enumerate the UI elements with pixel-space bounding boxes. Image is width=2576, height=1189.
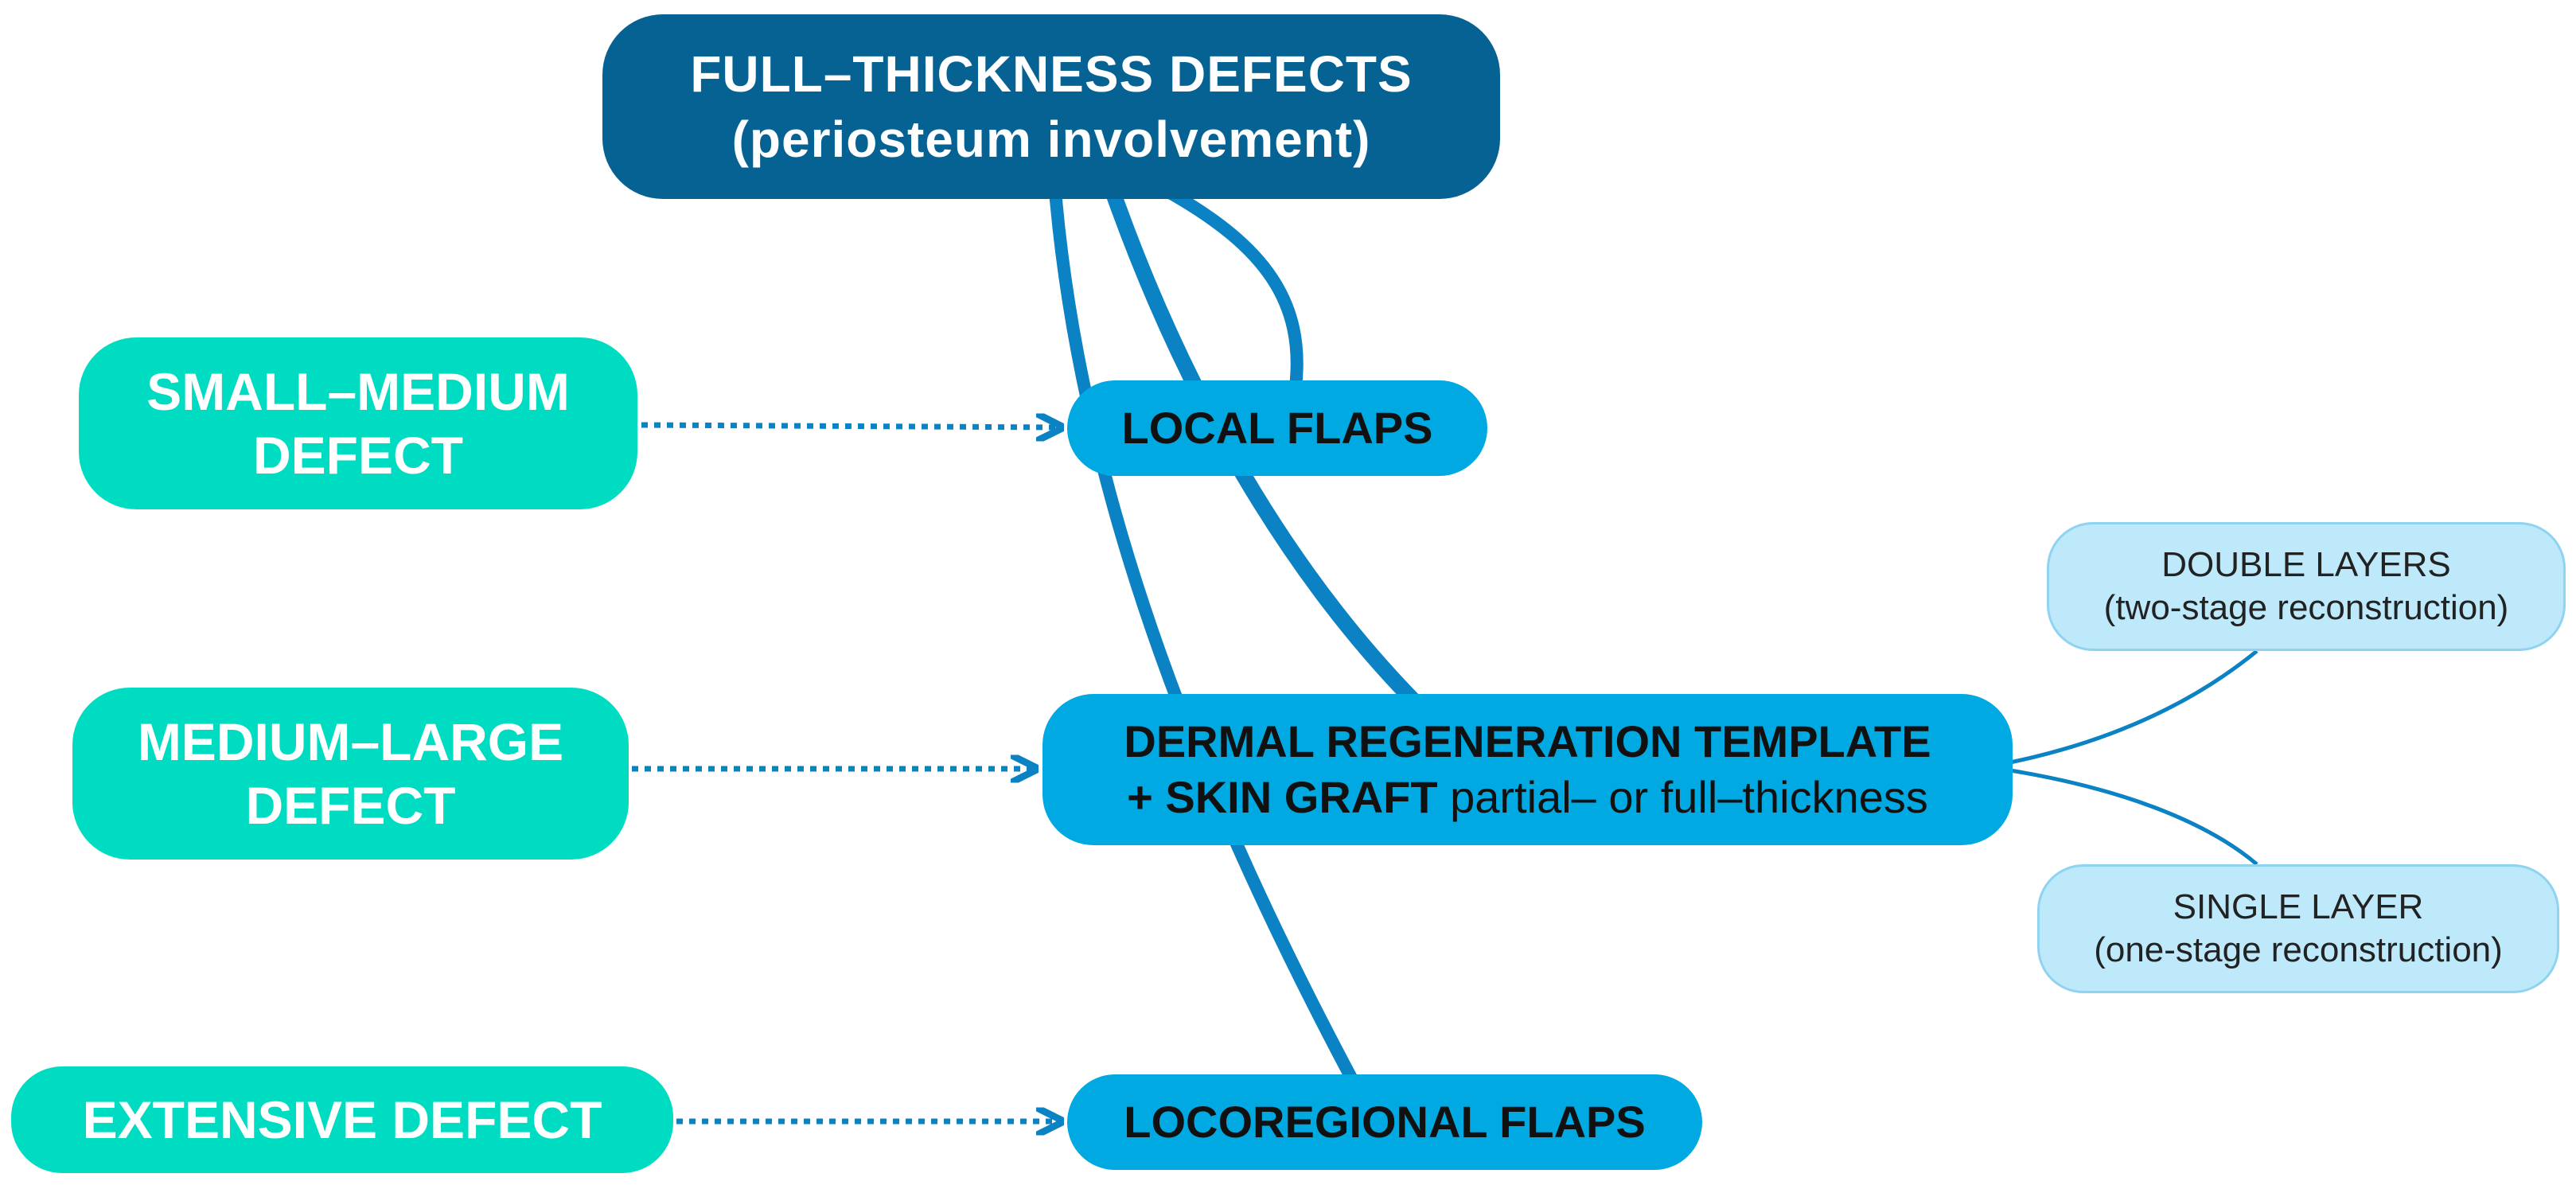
root-node-full-thickness-defects: FULL–THICKNESS DEFECTS (periosteum invol…: [602, 14, 1500, 199]
size-medium-line2: DEFECT: [245, 776, 456, 835]
connector-root-to-locoregional: [1049, 185, 1359, 1087]
double-layers-subtitle: (two-stage reconstruction): [2103, 588, 2509, 627]
root-title: FULL–THICKNESS DEFECTS: [690, 45, 1413, 103]
option-node-single-layer: SINGLE LAYER (one-stage reconstruction): [2037, 864, 2559, 993]
local-flaps-label: LOCAL FLAPS: [1121, 403, 1433, 453]
connector-dermal-to-single: [2009, 768, 2258, 866]
dermal-thickness-note: partial– or full–thickness: [1437, 772, 1928, 822]
dermal-skin-graft: + SKIN GRAFT: [1127, 772, 1438, 822]
size-node-medium-large: MEDIUM–LARGE DEFECT: [72, 688, 629, 860]
connector-dermal-to-double: [2009, 649, 2258, 765]
arrow-small-to-local-flaps: [641, 425, 1058, 427]
treatment-node-locoregional-flaps: LOCOREGIONAL FLAPS: [1067, 1074, 1702, 1170]
dermal-line1: DERMAL REGENERATION TEMPLATE: [1124, 716, 1931, 766]
size-medium-line1: MEDIUM–LARGE: [137, 712, 564, 771]
dermal-line2: + SKIN GRAFT partial– or full–thickness: [1127, 770, 1928, 825]
option-node-double-layers: DOUBLE LAYERS (two-stage reconstruction): [2047, 522, 2566, 651]
locoregional-flaps-label: LOCOREGIONAL FLAPS: [1124, 1097, 1646, 1147]
double-layers-title: DOUBLE LAYERS: [2161, 545, 2451, 584]
size-node-extensive: EXTENSIVE DEFECT: [11, 1066, 673, 1173]
connector-root-to-local-flaps: [1163, 186, 1304, 393]
treatment-node-dermal-template: DERMAL REGENERATION TEMPLATE + SKIN GRAF…: [1042, 694, 2013, 845]
treatment-node-local-flaps: LOCAL FLAPS: [1067, 380, 1487, 476]
size-small-line2: DEFECT: [253, 426, 463, 485]
size-node-small-medium: SMALL–MEDIUM DEFECT: [79, 337, 637, 509]
size-small-line1: SMALL–MEDIUM: [146, 362, 570, 421]
root-subtitle: (periosteum involvement): [731, 111, 1371, 168]
single-layer-title: SINGLE LAYER: [2173, 887, 2424, 926]
single-layer-subtitle: (one-stage reconstruction): [2094, 930, 2503, 969]
size-extensive-label: EXTENSIVE DEFECT: [82, 1090, 602, 1149]
